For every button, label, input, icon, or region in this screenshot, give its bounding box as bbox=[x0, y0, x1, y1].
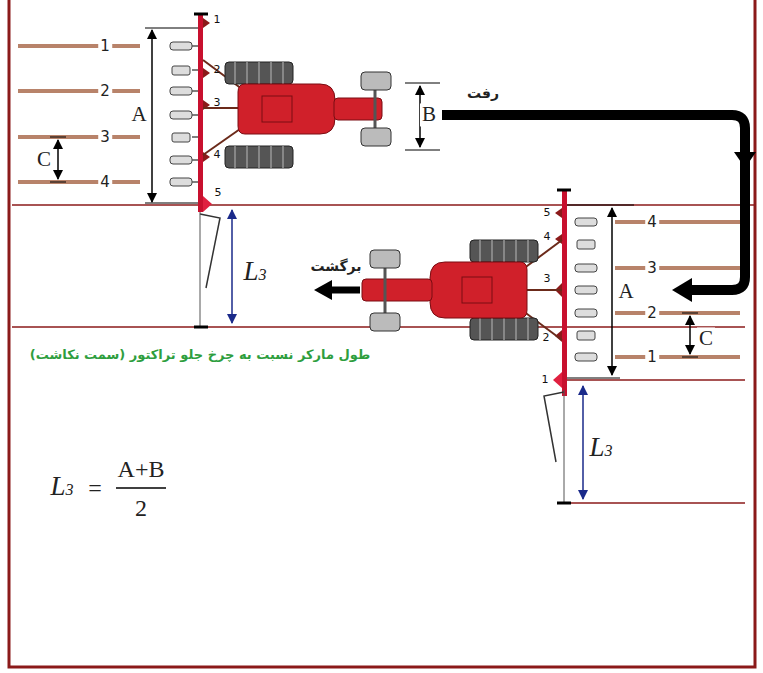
marker-number: 1 bbox=[540, 374, 551, 386]
dimension-label: B bbox=[420, 103, 438, 126]
row-number: 2 bbox=[645, 305, 659, 322]
row-number: 4 bbox=[645, 214, 659, 231]
formula-term: 2 bbox=[133, 495, 149, 521]
marker-number: 2 bbox=[541, 332, 552, 344]
dimension-label: C bbox=[35, 148, 53, 171]
row-number: 1 bbox=[645, 349, 659, 366]
formula-sign: = bbox=[86, 475, 104, 501]
direction-label: رفت bbox=[465, 86, 501, 101]
marker-number: 5 bbox=[542, 207, 553, 219]
marker-number: 2 bbox=[212, 64, 223, 76]
marker-number: 3 bbox=[212, 97, 223, 109]
row-number: 2 bbox=[98, 83, 112, 100]
dimension-label: L3 bbox=[587, 433, 614, 463]
row-number: 3 bbox=[98, 129, 112, 146]
marker-number: 1 bbox=[212, 14, 223, 26]
row-number: 4 bbox=[98, 174, 112, 191]
marker-number: 4 bbox=[542, 231, 553, 243]
dimension-label: A bbox=[616, 280, 635, 303]
marker-number: 3 bbox=[542, 273, 553, 285]
row-number: 3 bbox=[645, 260, 659, 277]
direction-label: برگشت bbox=[308, 259, 363, 274]
formula-term: A+B bbox=[116, 456, 167, 482]
marker-number: 4 bbox=[212, 149, 223, 161]
dimension-label: C bbox=[697, 327, 715, 350]
row-number: 1 bbox=[98, 38, 112, 55]
dimension-label: A bbox=[129, 103, 148, 126]
formula-term: L3 bbox=[48, 472, 75, 502]
note-text: طول مارکر نسبت به چرخ جلو تراکتور (سمت ن… bbox=[28, 348, 372, 362]
marker-number: 5 bbox=[213, 187, 224, 199]
dimension-label: L3 bbox=[241, 257, 268, 287]
